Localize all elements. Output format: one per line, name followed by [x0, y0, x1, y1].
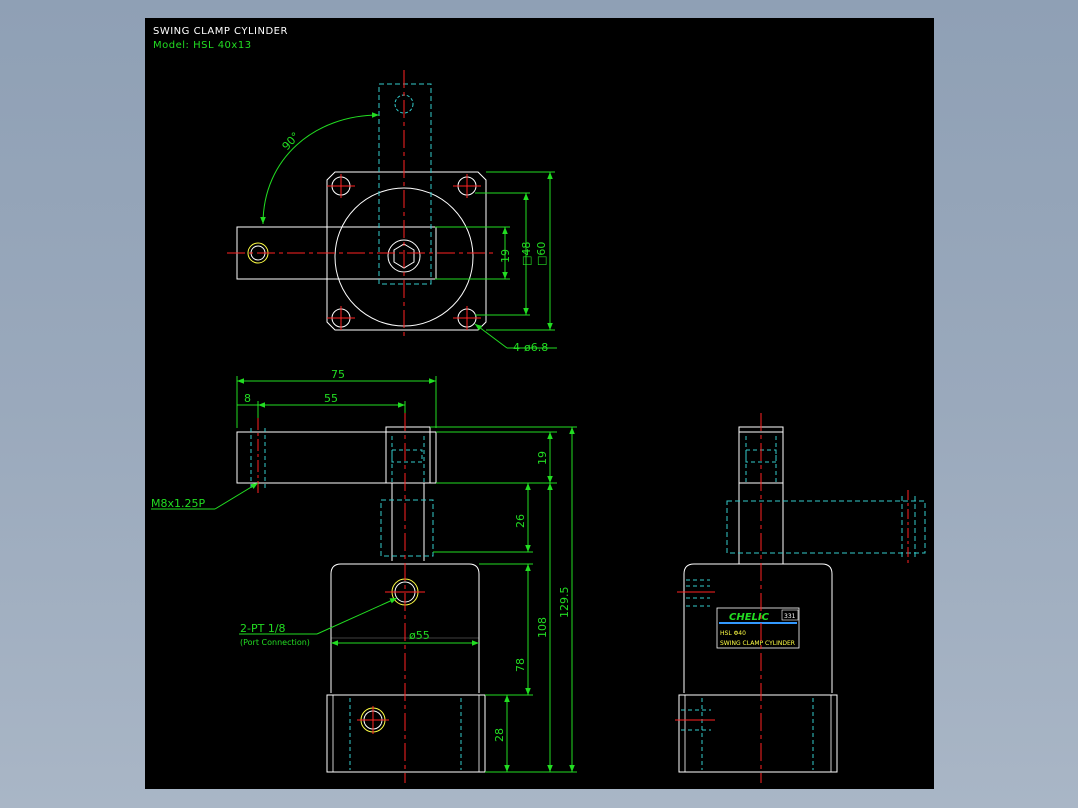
port-note: (Port Connection) — [240, 638, 310, 647]
arm-width-dim: 19 — [499, 249, 512, 263]
neck-height-dim: 26 — [514, 514, 527, 528]
port-callout: 2-PT 1/8 — [240, 622, 286, 635]
holes-dim: 4-ø6.8 — [513, 341, 548, 354]
total-length-dim: 75 — [331, 368, 345, 381]
upper-body-height-dim: 78 — [514, 658, 527, 672]
front-view: 75 55 8 19 26 108 129.5 78 28 ø55 — [151, 368, 577, 783]
arm-length-dim: 55 — [324, 392, 338, 405]
rotation-angle: 90° — [280, 130, 303, 153]
thread-callout: M8x1.25P — [151, 497, 205, 510]
top-view: 90° 19 □48 □60 4-ø6.8 — [227, 70, 557, 354]
base-height-dim: 28 — [493, 728, 506, 742]
body-height-dim: 108 — [536, 617, 549, 638]
nameplate — [716, 607, 800, 649]
nameplate-badge: 331 — [784, 613, 796, 620]
brand-logo: CHELIC — [729, 612, 770, 623]
cad-drawing: SWING CLAMP CYLINDER Model: HSL 40x13 — [151, 26, 926, 783]
square-inner-dim: □48 — [520, 242, 533, 266]
offset-dim: 8 — [244, 392, 251, 405]
nameplate-name: SWING CLAMP CYLINDER — [720, 640, 795, 647]
overall-height-dim: 129.5 — [558, 587, 571, 619]
body-diameter-dim: ø55 — [409, 629, 430, 642]
nameplate-model: HSL Φ40 — [720, 630, 746, 637]
drawing-model: Model: HSL 40x13 — [153, 40, 252, 51]
arm-height-dim: 19 — [536, 451, 549, 465]
square-outer-dim: □60 — [535, 242, 548, 266]
drawing-sheet: SWING CLAMP CYLINDER Model: HSL 40x13 — [145, 18, 934, 789]
drawing-title: SWING CLAMP CYLINDER — [153, 26, 288, 37]
side-view: CHELIC 331 HSL Φ40 SWING CLAMP CYLINDER — [675, 413, 926, 783]
